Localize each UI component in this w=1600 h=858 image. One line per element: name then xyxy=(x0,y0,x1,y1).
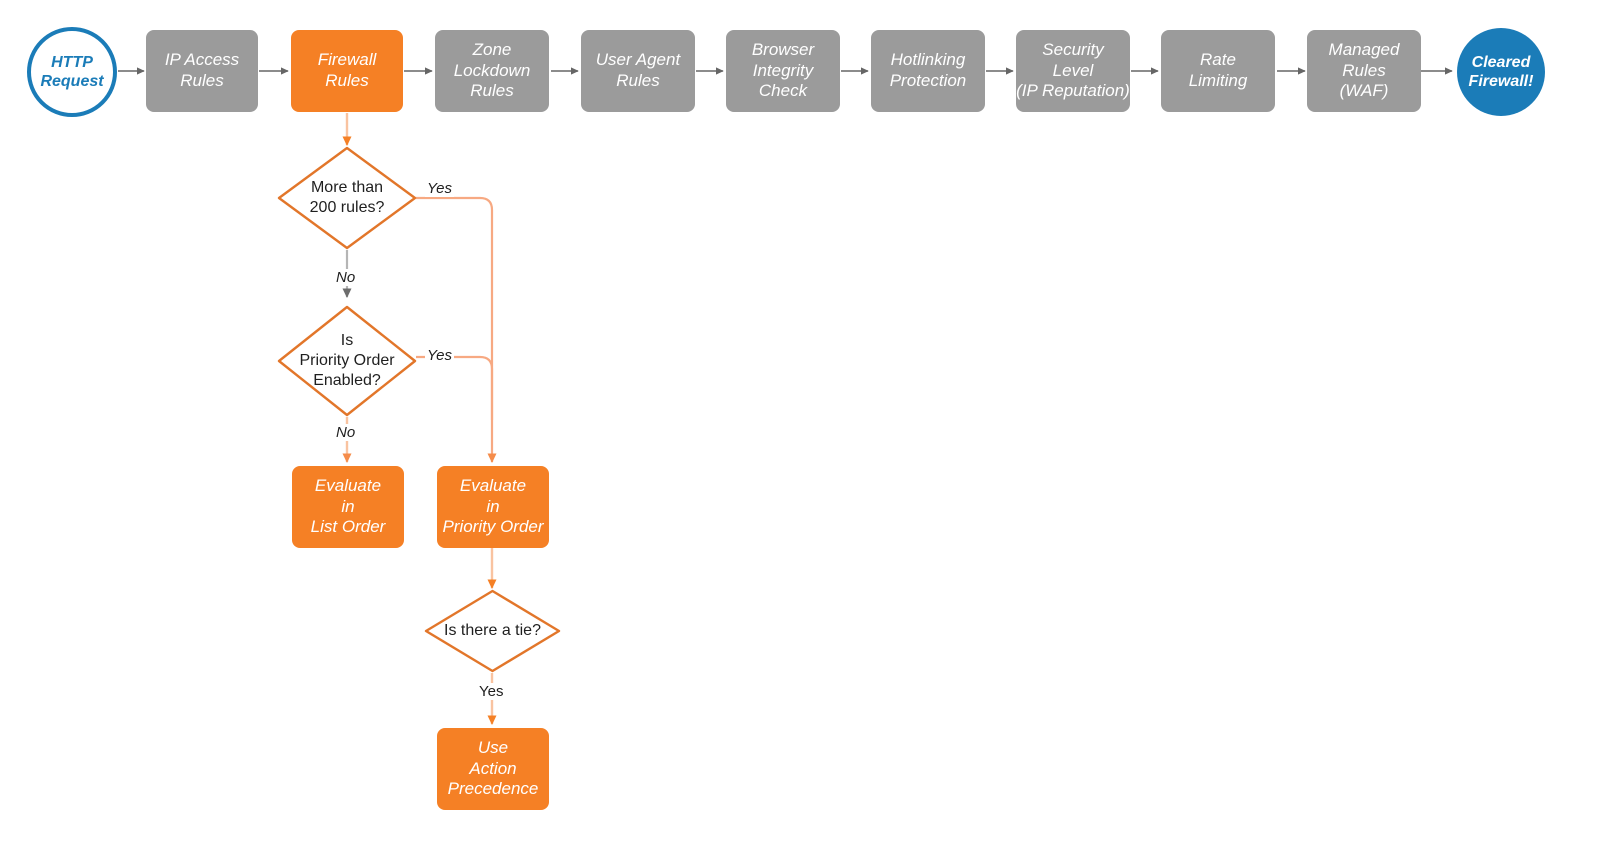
decision-is-there-a-tie[interactable]: Is there a tie? xyxy=(424,589,561,673)
node-cleared-firewall[interactable]: Cleared Firewall! xyxy=(1457,28,1545,116)
node-evaluate-in-priority-order[interactable]: Evaluate in Priority Order xyxy=(437,466,549,548)
node-evaluate-in-list-order-label: Evaluate in List Order xyxy=(310,475,386,537)
node-use-action-precedence[interactable]: Use Action Precedence xyxy=(437,728,549,810)
node-rate-limiting-label: Rate Limiting xyxy=(1188,50,1248,90)
node-http-request[interactable]: HTTP Request xyxy=(27,27,117,117)
node-evaluate-in-list-order[interactable]: Evaluate in List Order xyxy=(292,466,404,548)
decision-more-than-200-rules[interactable]: More than 200 rules? xyxy=(277,146,417,250)
node-evaluate-in-priority-order-label: Evaluate in Priority Order xyxy=(442,475,544,537)
diamond-shape-icon xyxy=(424,589,561,673)
decision-more-than-200-rules-label: More than 200 rules? xyxy=(309,179,385,216)
edge-more-than-200-yes xyxy=(416,196,497,463)
decision-is-there-a-tie-label: Is there a tie? xyxy=(444,622,541,639)
node-browser-integrity-check[interactable]: Browser Integrity Check xyxy=(726,30,840,112)
node-ip-access-rules[interactable]: IP Access Rules xyxy=(146,30,258,112)
node-managed-rules-waf-label: Managed Rules (WAF) xyxy=(1328,39,1400,101)
node-hotlinking-protection-label: Hotlinking Protection xyxy=(889,50,967,90)
node-firewall-rules-label: Firewall Rules xyxy=(317,50,377,90)
node-browser-integrity-check-label: Browser Integrity Check xyxy=(751,39,815,101)
node-firewall-rules[interactable]: Firewall Rules xyxy=(291,30,403,112)
node-rate-limiting[interactable]: Rate Limiting xyxy=(1161,30,1275,112)
diamond-shape-icon xyxy=(277,305,417,417)
node-user-agent-rules-label: User Agent Rules xyxy=(595,50,681,90)
node-zone-lockdown-rules-label: Zone Lockdown Rules xyxy=(453,39,531,101)
node-hotlinking-protection[interactable]: Hotlinking Protection xyxy=(871,30,985,112)
edge-label-priority-order-no: No xyxy=(334,424,358,441)
decision-is-priority-order-enabled-label: Is Priority Order Enabled? xyxy=(299,332,395,389)
edge-label-tie-yes: Yes xyxy=(477,683,506,700)
edge-label-more-than-200-no: No xyxy=(334,269,358,286)
edge-label-more-than-200-yes: Yes xyxy=(425,180,455,197)
edge-priority-order-yes xyxy=(416,355,494,420)
edge-label-priority-order-yes: Yes xyxy=(425,347,455,364)
node-cleared-firewall-label: Cleared Firewall! xyxy=(1468,53,1534,90)
node-managed-rules-waf[interactable]: Managed Rules (WAF) xyxy=(1307,30,1421,112)
node-ip-access-rules-label: IP Access Rules xyxy=(164,50,240,90)
decision-is-priority-order-enabled[interactable]: Is Priority Order Enabled? xyxy=(277,305,417,417)
node-security-level-label: Security Level (IP Reputation) xyxy=(1016,39,1130,101)
node-http-request-label: HTTP Request xyxy=(40,53,104,90)
node-user-agent-rules[interactable]: User Agent Rules xyxy=(581,30,695,112)
node-security-level[interactable]: Security Level (IP Reputation) xyxy=(1016,30,1130,112)
node-use-action-precedence-label: Use Action Precedence xyxy=(447,737,539,799)
node-zone-lockdown-rules[interactable]: Zone Lockdown Rules xyxy=(435,30,549,112)
diamond-shape-icon xyxy=(277,146,417,250)
